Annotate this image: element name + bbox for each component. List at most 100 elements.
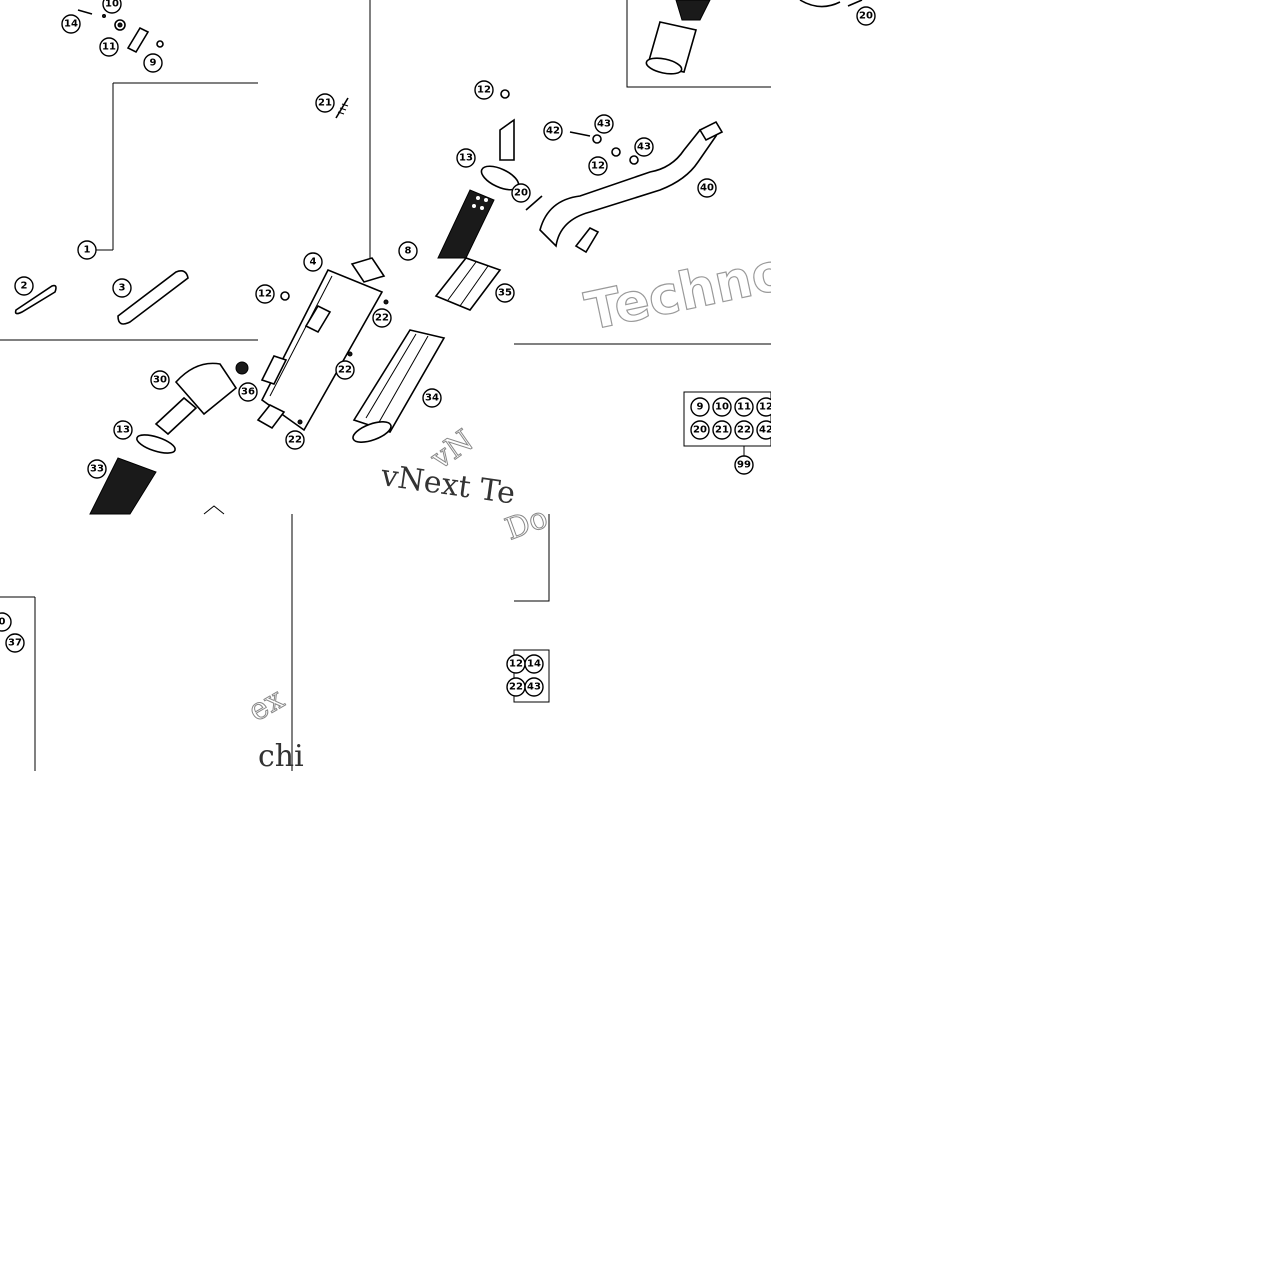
callout-15: 22 bbox=[335, 360, 355, 380]
callout-6: 13 bbox=[456, 148, 476, 168]
silencer-body bbox=[256, 257, 389, 432]
kit-b-cell: 14 bbox=[524, 654, 544, 674]
svg-text:22: 22 bbox=[737, 425, 751, 436]
svg-text:30: 30 bbox=[153, 375, 167, 386]
callout-5: 12 bbox=[474, 80, 494, 100]
callout-28: 20 bbox=[856, 6, 876, 26]
kit-a-cell: 22 bbox=[734, 420, 754, 440]
svg-text:8: 8 bbox=[405, 246, 412, 257]
svg-text:43: 43 bbox=[597, 119, 611, 130]
callout-21: 34 bbox=[422, 388, 442, 408]
callout-10: 2 bbox=[14, 276, 34, 296]
svg-text:12: 12 bbox=[759, 402, 773, 413]
callout-9: 4 bbox=[303, 252, 323, 272]
kit-a-cell: 10 bbox=[712, 397, 732, 417]
svg-text:2: 2 bbox=[21, 281, 28, 292]
svg-text:22: 22 bbox=[338, 365, 352, 376]
left-fragment-cell: 0 bbox=[0, 612, 12, 632]
svg-text:4: 4 bbox=[310, 257, 317, 268]
bracket-parts bbox=[14, 270, 189, 325]
watermark-brand-outline: Techno bbox=[580, 242, 792, 343]
callout-11: 3 bbox=[112, 278, 132, 298]
kit-a-cell: 20 bbox=[690, 420, 710, 440]
callout-13: 12 bbox=[255, 284, 275, 304]
clamp-fragment bbox=[480, 89, 520, 191]
kit-a-cell: 9 bbox=[690, 397, 710, 417]
callout-17: 30 bbox=[150, 370, 170, 390]
outer-sleeve bbox=[352, 329, 446, 443]
callout-20: 36 bbox=[238, 382, 258, 402]
svg-text:43: 43 bbox=[637, 142, 651, 153]
callout-25: 12 bbox=[588, 156, 608, 176]
svg-text:34: 34 bbox=[425, 393, 439, 404]
svg-text:33: 33 bbox=[90, 464, 104, 475]
svg-text:10: 10 bbox=[715, 402, 729, 413]
kit-b-cell: 43 bbox=[524, 677, 544, 697]
end-cap bbox=[136, 361, 249, 454]
svg-text:12: 12 bbox=[477, 85, 491, 96]
left-fragment-callouts: 0 37 bbox=[0, 612, 25, 653]
callout-12: 1 bbox=[77, 240, 97, 260]
svg-text:22: 22 bbox=[509, 682, 523, 693]
svg-text:22: 22 bbox=[375, 313, 389, 324]
svg-text:13: 13 bbox=[459, 153, 473, 164]
svg-text:14: 14 bbox=[527, 659, 541, 670]
watermark-fragment-chi: chi bbox=[258, 739, 304, 774]
watermark-fragment-ex: ex bbox=[243, 681, 291, 729]
callout-14: 22 bbox=[372, 308, 392, 328]
svg-text:11: 11 bbox=[737, 402, 751, 413]
svg-text:14: 14 bbox=[64, 19, 78, 30]
svg-text:99: 99 bbox=[737, 460, 751, 471]
kit-a-cell: 11 bbox=[734, 397, 754, 417]
svg-text:20: 20 bbox=[859, 11, 873, 22]
kit-b-cell: 22 bbox=[506, 677, 526, 697]
callout-18: 13 bbox=[113, 420, 133, 440]
callout-3: 9 bbox=[143, 53, 163, 73]
svg-text:40: 40 bbox=[700, 183, 714, 194]
svg-text:35: 35 bbox=[498, 288, 512, 299]
callout-4: 21 bbox=[315, 93, 335, 113]
svg-text:1: 1 bbox=[84, 245, 91, 256]
svg-text:36: 36 bbox=[241, 387, 255, 398]
svg-text:9: 9 bbox=[697, 402, 704, 413]
callout-16: 22 bbox=[285, 430, 305, 450]
svg-text:20: 20 bbox=[514, 188, 528, 199]
tile-masks bbox=[0, 80, 1285, 1285]
svg-text:12: 12 bbox=[258, 289, 272, 300]
svg-text:42: 42 bbox=[546, 126, 560, 137]
header-pipe bbox=[539, 120, 724, 254]
callout-2: 11 bbox=[99, 37, 119, 57]
sleeve-section bbox=[434, 257, 502, 311]
svg-text:9: 9 bbox=[150, 58, 157, 69]
svg-text:12: 12 bbox=[591, 161, 605, 172]
kit-a-ref: 99 bbox=[734, 455, 754, 475]
svg-text:12: 12 bbox=[509, 659, 523, 670]
tube-section bbox=[89, 457, 225, 515]
left-fragment-cell: 37 bbox=[5, 633, 25, 653]
callout-7: 20 bbox=[511, 183, 531, 203]
svg-text:37: 37 bbox=[8, 638, 22, 649]
callout-8: 8 bbox=[398, 241, 418, 261]
svg-text:11: 11 bbox=[102, 42, 116, 53]
svg-text:20: 20 bbox=[693, 425, 707, 436]
svg-text:22: 22 bbox=[288, 435, 302, 446]
end-cap-cone bbox=[645, 0, 863, 75]
hardware-group-top-left bbox=[77, 9, 164, 54]
callout-26: 43 bbox=[634, 137, 654, 157]
callout-22: 35 bbox=[495, 283, 515, 303]
svg-text:21: 21 bbox=[318, 98, 332, 109]
section-frames bbox=[0, 0, 771, 771]
perforated-core-tube bbox=[437, 189, 543, 259]
svg-text:3: 3 bbox=[119, 283, 126, 294]
svg-text:21: 21 bbox=[715, 425, 729, 436]
callout-1: 10 bbox=[102, 0, 122, 14]
callout-27: 40 bbox=[697, 178, 717, 198]
svg-text:43: 43 bbox=[527, 682, 541, 693]
callout-24: 43 bbox=[594, 114, 614, 134]
svg-text:13: 13 bbox=[116, 425, 130, 436]
kit-a-cell: 21 bbox=[712, 420, 732, 440]
callout-19: 33 bbox=[87, 459, 107, 479]
